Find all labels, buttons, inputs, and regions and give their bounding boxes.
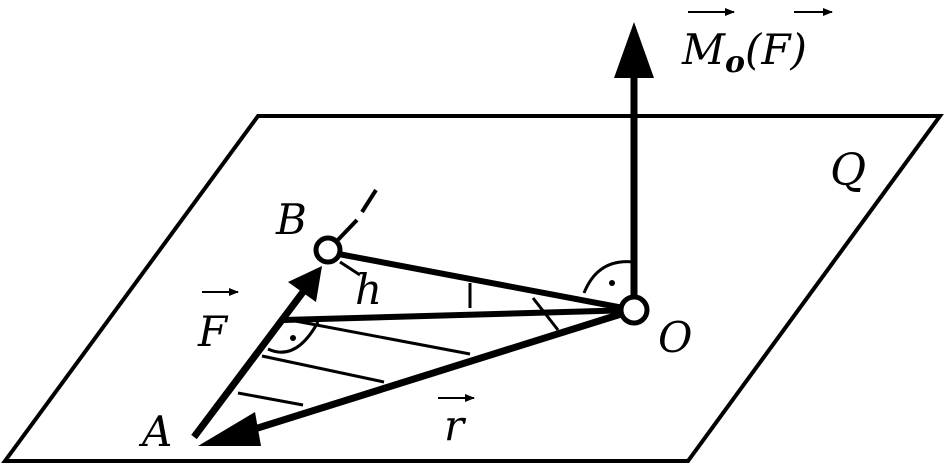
label-q: Q — [830, 145, 866, 196]
triangle-edges — [283, 249, 635, 323]
label-moment-args: (F) — [745, 25, 807, 74]
label-h: h — [355, 265, 382, 314]
label-a: A — [138, 407, 172, 456]
plane-q — [1, 114, 944, 463]
point-o-marker — [618, 294, 650, 326]
label-moment-sub: o — [725, 45, 745, 80]
hatching — [237, 260, 560, 407]
point-b-marker — [313, 235, 343, 265]
moment-vector — [614, 22, 654, 300]
label-f: F — [197, 307, 229, 356]
force-vector — [191, 266, 322, 440]
label-moment-m: M — [681, 25, 726, 74]
right-angle-marker-h — [267, 321, 320, 354]
line-of-action-extension — [331, 188, 378, 247]
right-angle-marker-o — [582, 260, 635, 294]
label-r: r — [444, 401, 467, 450]
label-b: B — [275, 195, 307, 244]
label-o: O — [658, 313, 692, 362]
radius-vector — [198, 306, 636, 446]
label-moment: Mo(F) — [681, 25, 807, 80]
